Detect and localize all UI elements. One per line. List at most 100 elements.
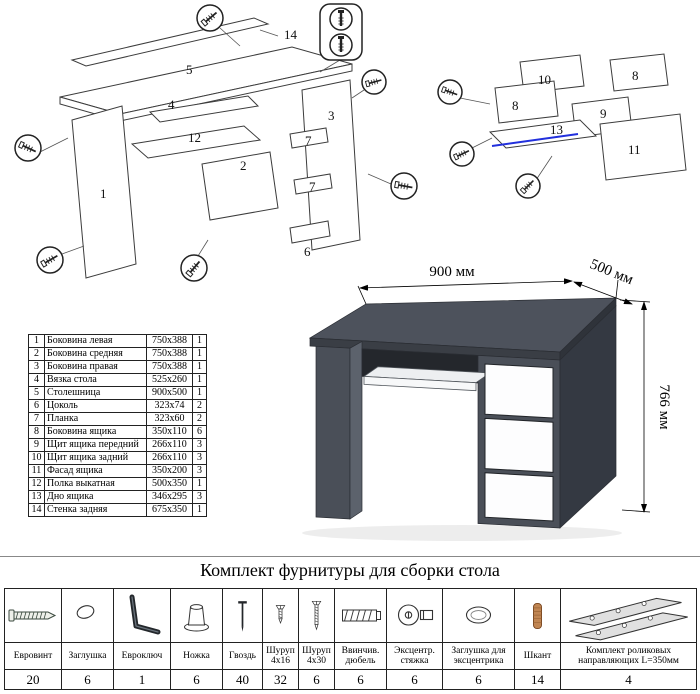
part-qty: 1 [192,373,207,387]
part-num: 13 [28,490,45,504]
hardware-qty-row: 20 6 1 6 40 32 6 6 6 6 14 4 [4,669,697,690]
screw-4x30-icon [311,600,322,630]
part-size: 750x388 [146,347,193,361]
hardware-qty: 4 [560,669,697,690]
part-label: 6 [304,244,311,259]
part-label: 5 [186,62,193,77]
part-8-drawer-side [609,53,669,92]
part-name: Полка выкатная [44,477,147,491]
drawer-front-2 [484,417,554,473]
part-label: 2 [240,158,247,173]
desk-3d-render: 900 мм 500 мм 766 мм [302,256,672,541]
leg-icon [184,603,209,631]
part-qty: 6 [192,425,207,439]
hardware-name: Гвоздь [222,642,263,670]
section-divider [0,556,700,557]
part-qty: 2 [192,399,207,413]
screw-4x16-icon [275,604,286,624]
hardware-name: Евровинт [4,642,62,670]
part-qty: 1 [192,360,207,374]
part-num: 10 [28,451,45,465]
part-num: 4 [28,373,45,387]
part-qty: 3 [192,438,207,452]
part-size: 346x295 [146,490,193,504]
part-label: 1 [100,186,107,201]
part-label: 10 [538,72,551,87]
part-label: 14 [284,27,298,42]
dimension-label-height: 766 мм [656,384,672,430]
part-qty: 3 [192,490,207,504]
part-name: Дно ящика [44,490,147,504]
euro-screw-icon [8,609,57,621]
part-name: Боковина ящика [44,425,147,439]
part-2-middle-side [201,151,279,221]
part-name: Фасад ящика [44,464,147,478]
part-size: 500x350 [146,477,193,491]
dimension-lines [357,278,651,513]
cam-cap-icon [465,605,492,624]
part-name: Вязка стола [44,373,147,387]
hardware-name: Комплект роликовых направляющих L=350мм [560,642,697,670]
part-name: Столешница [44,386,147,400]
dimension-label-depth: 500 мм [588,256,636,288]
part-name: Стенка задняя [44,503,147,517]
part-num: 14 [28,503,45,517]
drawer-slides-icon [569,597,688,640]
hardware-qty: 20 [4,669,62,690]
part-num: 11 [28,464,45,478]
desk-left-panel [315,345,351,520]
hardware-qty: 14 [514,669,561,690]
part-label: 8 [632,68,639,83]
part-label: 7 [309,179,316,194]
part-size: 350x110 [146,425,193,439]
hardware-table: Евровинт Заглушка Евроключ Ножка Гвоздь … [4,588,697,690]
part-1-left-side [71,105,137,279]
part-12-keyboard-shelf [130,125,262,159]
hardware-qty: 6 [334,669,387,690]
part-size: 750x388 [146,360,193,374]
cam-lock-icon [397,603,434,626]
part-num: 9 [28,438,45,452]
part-label: 13 [550,122,563,137]
part-8-drawer-side [494,80,559,124]
hardware-name: Шкант [514,642,561,670]
main-exploded-diagram: 14 5 4 12 2 1 3 7 7 6 [14,3,418,282]
hardware-icon-row [4,588,697,643]
part-label: 4 [168,97,175,112]
part-num: 5 [28,386,45,400]
groove-highlight [491,133,579,147]
part-name: Боковина средняя [44,347,147,361]
screw-dowel-icon [342,609,381,621]
part-size: 266x110 [146,438,193,452]
part-label: 11 [628,142,641,157]
hardware-qty: 1 [113,669,171,690]
part-name: Щит ящика задний [44,451,147,465]
hardware-name: Ввинчив. дюбель [334,642,387,670]
part-size: 350x200 [146,464,193,478]
part-7-plank [293,173,333,195]
hardware-qty: 32 [262,669,299,690]
part-size: 675x350 [146,503,193,517]
part-num: 8 [28,425,45,439]
part-num: 3 [28,360,45,374]
hardware-qty: 40 [222,669,263,690]
hardware-name: Ножка [170,642,223,670]
drawer-front-3 [484,472,554,522]
part-label: 8 [512,98,519,113]
hardware-name: Шуруп 4х30 [298,642,335,670]
drawer-unit-side [559,305,617,529]
part-num: 6 [28,399,45,413]
part-num: 12 [28,477,45,491]
part-size: 525x260 [146,373,193,387]
part-qty: 1 [192,477,207,491]
hardware-qty: 6 [170,669,223,690]
hardware-name: Шуруп 4х16 [262,642,299,670]
